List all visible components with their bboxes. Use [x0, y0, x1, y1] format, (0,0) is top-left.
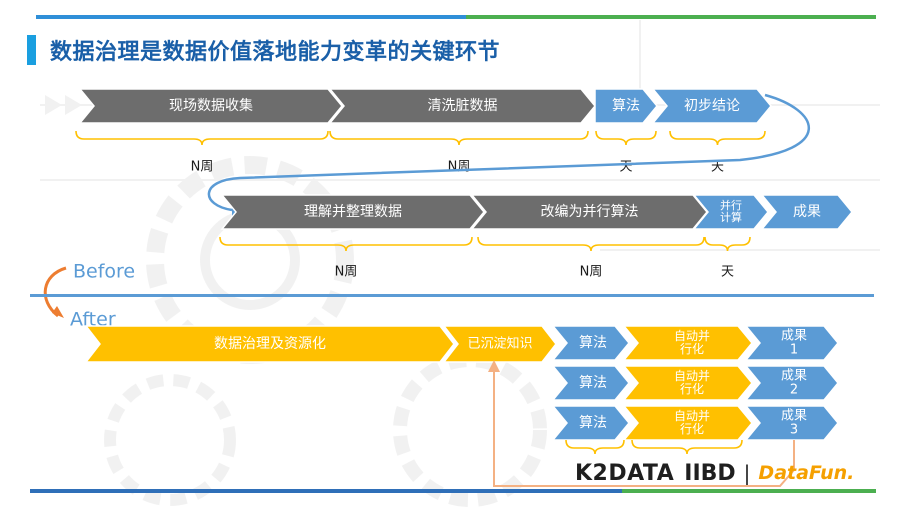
duration-label: 天	[619, 160, 632, 175]
after-result-chevron	[744, 405, 839, 441]
before-step-label: 初步结论	[684, 97, 740, 114]
duration-label: N周	[335, 265, 358, 280]
after-result-label: 成果	[781, 408, 807, 423]
after-label: After	[70, 309, 116, 331]
after-brace	[631, 439, 743, 455]
duration-label: N周	[191, 160, 214, 175]
after-result-chevron	[744, 365, 839, 401]
k2data-logo: K2DATA	[575, 460, 675, 486]
before-after-arrow	[43, 266, 67, 318]
after-algo-chevron	[551, 365, 630, 401]
top-accent-bar-green	[466, 15, 876, 19]
before-step-label: 清洗脏数据	[428, 98, 498, 114]
after-result-label: 成果	[781, 328, 807, 343]
before-step-chevron	[328, 88, 596, 124]
after-auto-label: 行化	[680, 382, 704, 396]
duration-brace	[704, 236, 751, 252]
after-auto-label: 自动并	[674, 409, 710, 423]
duration-brace	[75, 130, 329, 146]
before-step-chevron	[594, 88, 658, 124]
before-after-divider	[30, 294, 874, 297]
after-result-label: 2	[790, 383, 798, 398]
before-step-label: 算法	[612, 98, 640, 114]
after-auto-label: 行化	[680, 422, 704, 436]
duration-brace	[477, 236, 705, 252]
before-step-chevron	[78, 88, 343, 124]
before-after-arrowhead	[52, 306, 64, 318]
bottom-accent-bar	[30, 489, 622, 493]
feedback-loop-arrowhead	[488, 360, 500, 372]
feedback-loop-line	[493, 370, 795, 487]
after-algo-chevron	[551, 325, 630, 361]
title-accent-mark	[27, 35, 36, 65]
after-result-label: 成果	[781, 368, 807, 383]
after-algo-label: 算法	[579, 375, 607, 391]
before-step-chevron	[760, 194, 853, 230]
after-auto-label: 自动并	[674, 369, 710, 383]
before-step-label: 理解并整理数据	[304, 204, 402, 220]
slide-title: 数据治理是数据价值落地能力变革的关键环节	[50, 40, 501, 65]
after-algo-chevron	[551, 405, 630, 441]
after-result-label: 3	[790, 423, 798, 438]
before-step-label: 计算	[720, 210, 742, 224]
after-knowledge-chevron	[442, 325, 557, 363]
after-result-chevron	[744, 325, 839, 361]
before-step-label: 改编为并行算法	[541, 204, 639, 220]
logo-separator: |	[743, 461, 751, 485]
duration-label: N周	[580, 265, 603, 280]
after-auto-chevron	[622, 325, 753, 361]
after-main-chevron	[84, 325, 455, 363]
iibd-logo: IIBD	[684, 460, 736, 486]
before-step-chevron	[470, 194, 708, 230]
before-label: Before	[73, 261, 135, 283]
after-auto-label: 自动并	[674, 329, 710, 343]
before-step-chevron	[651, 88, 772, 124]
flow-connector-curve	[207, 93, 810, 212]
before-step-label: 并行	[720, 198, 742, 212]
after-auto-chevron	[622, 405, 753, 441]
after-step-label: 已沉淀知识	[467, 336, 532, 352]
after-brace	[565, 439, 625, 455]
datafun-logo: DataFun.	[758, 462, 855, 484]
duration-brace	[669, 130, 766, 146]
top-accent-bar-blue	[36, 15, 466, 19]
before-step-chevron	[692, 194, 769, 230]
after-auto-chevron	[622, 365, 753, 401]
before-step-label: 成果	[793, 204, 821, 220]
logo-strip: K2DATA IIBD | DataFun.	[575, 458, 854, 488]
duration-brace	[329, 130, 589, 146]
after-auto-label: 行化	[680, 342, 704, 356]
before-step-chevron	[220, 194, 485, 230]
duration-label: N周	[448, 160, 471, 175]
after-step-label: 数据治理及资源化	[214, 336, 326, 352]
duration-label: 天	[721, 265, 734, 280]
duration-brace	[219, 236, 473, 252]
after-algo-label: 算法	[579, 335, 607, 351]
bottom-accent-bar-green	[622, 489, 876, 493]
after-algo-label: 算法	[579, 415, 607, 431]
after-result-label: 1	[790, 343, 798, 358]
duration-brace	[595, 130, 657, 146]
duration-label: 天	[711, 160, 724, 175]
before-step-label: 现场数据收集	[169, 97, 253, 114]
